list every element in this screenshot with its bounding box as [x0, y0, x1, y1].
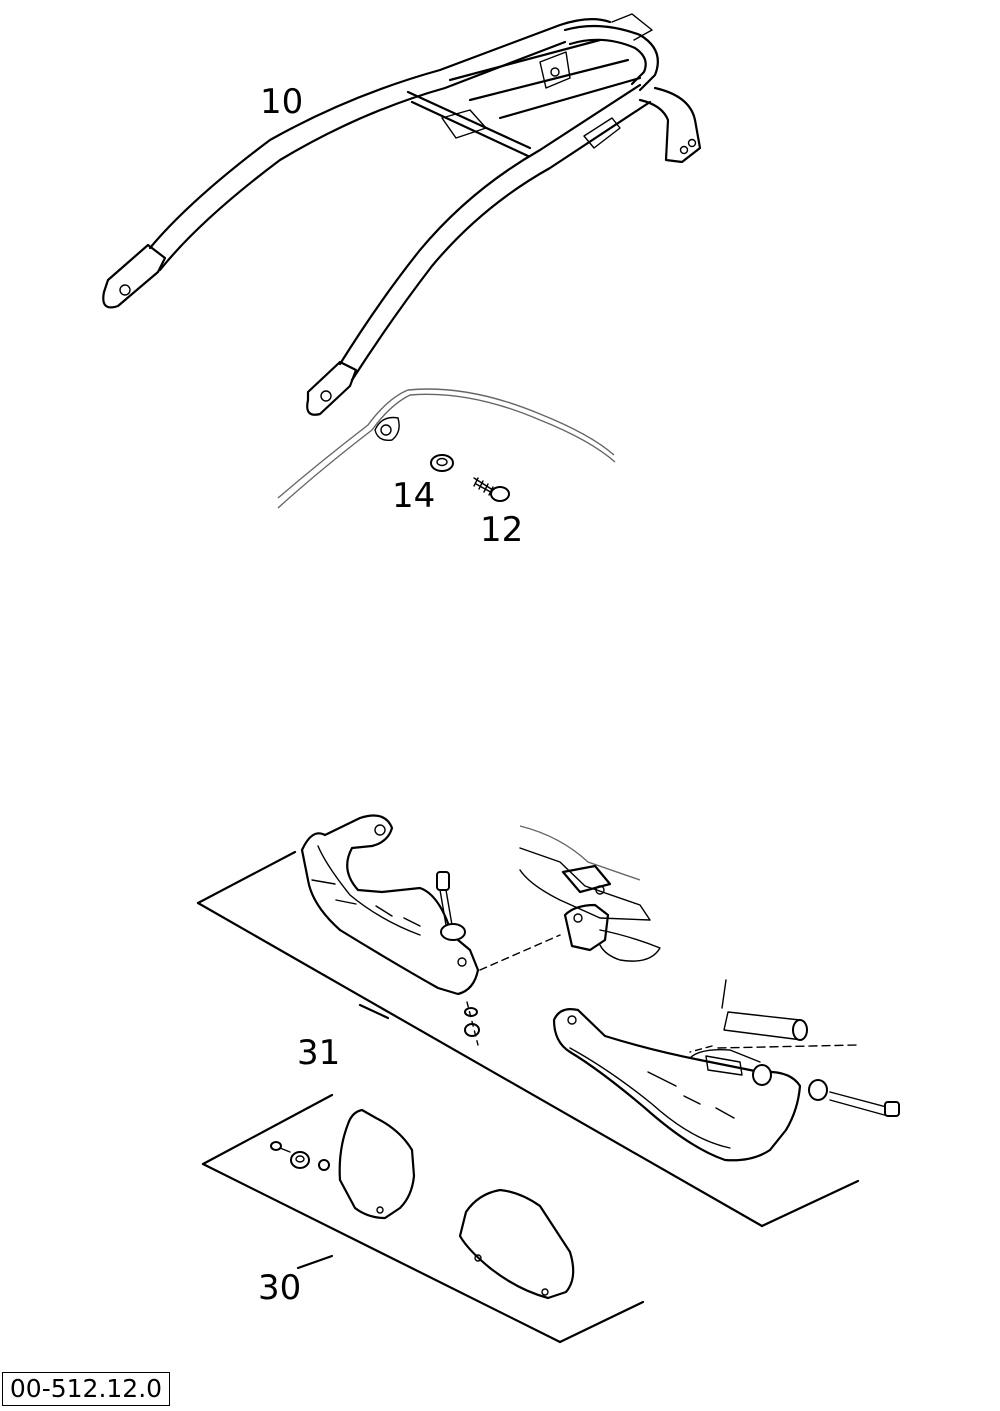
- callout-10: 10: [260, 82, 303, 122]
- reference-number-box: 00-512.12.0: [2, 1372, 170, 1406]
- spoiler-left: [338, 1108, 416, 1220]
- right-handguard: [552, 1008, 802, 1162]
- right-bar-end-hardware: [689, 979, 900, 1117]
- bolt-part-12: [473, 477, 510, 502]
- handlebar-clamp: [519, 825, 661, 962]
- left-mounting-bolt: [436, 871, 561, 1046]
- spoiler-right: [458, 1188, 575, 1300]
- spoiler-hardware: [270, 1141, 330, 1171]
- spoiler-set-box: [201, 1093, 645, 1344]
- handguard-set-box: [196, 850, 860, 1228]
- left-handguard: [300, 814, 480, 996]
- callout-31: 31: [297, 1033, 340, 1073]
- fender-outline: [277, 388, 616, 509]
- washer-part-14: [430, 454, 454, 472]
- callout-12: 12: [480, 510, 523, 550]
- callout-30: 30: [258, 1268, 301, 1308]
- rear-carrier-rack: [102, 13, 702, 416]
- callout-14: 14: [392, 476, 435, 516]
